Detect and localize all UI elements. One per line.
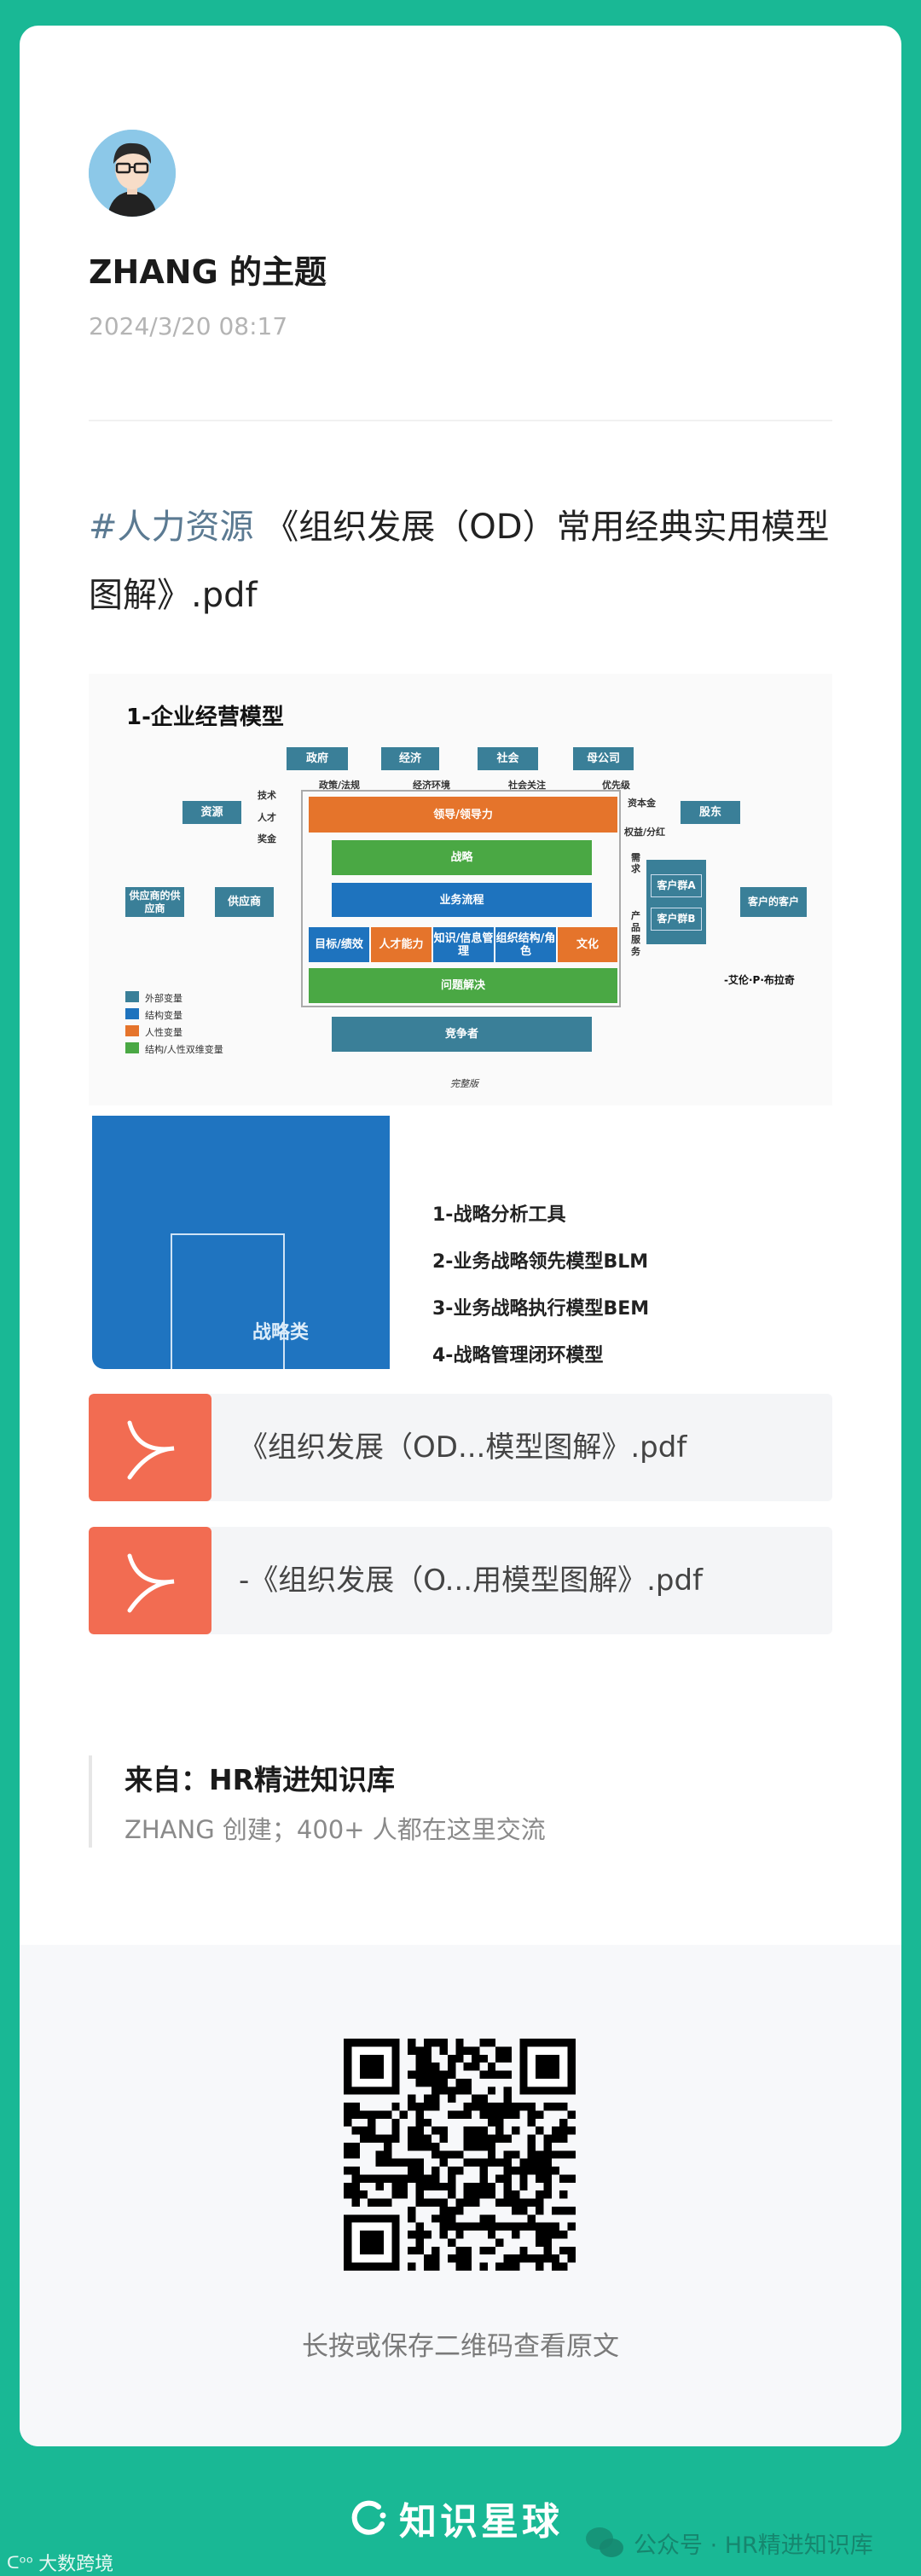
label-economic-env: 经济环境	[413, 780, 450, 791]
avatar[interactable]	[89, 130, 176, 217]
blue-panel	[92, 1116, 390, 1369]
model-item: 4-战略管理闭环模型	[432, 1345, 604, 1366]
category-label: 战略类	[252, 1322, 310, 1343]
wechat-icon	[586, 2527, 623, 2557]
label-priority: 优先级	[602, 780, 630, 791]
model-item: 2-业务战略领先模型BLM	[432, 1251, 649, 1273]
box-society: 社会	[478, 747, 538, 770]
hashtag-link[interactable]: #人力资源	[89, 508, 254, 547]
legend-swatch-dual	[125, 1042, 139, 1053]
box-goals: 目标/绩效	[309, 927, 369, 962]
company-frame	[301, 790, 621, 1007]
legend-swatch-external	[125, 991, 139, 1002]
pdf-icon	[89, 1527, 211, 1634]
planet-logo-icon	[351, 2500, 386, 2535]
label-policy: 政策/法规	[319, 780, 361, 791]
box-economy: 经济	[381, 747, 439, 770]
box-customer-b: 客户群B	[651, 908, 702, 931]
box-supplier-supplier: 供应商的供应商	[125, 887, 184, 917]
brand-name: 知识星球	[399, 2500, 563, 2544]
legend-external: 外部变量	[145, 993, 182, 1004]
brand-logo: 知识星球	[350, 2491, 563, 2545]
topic-title: ZHANG 的主题	[89, 253, 327, 291]
box-supplier: 供应商	[215, 887, 274, 917]
legend-swatch-human	[125, 1025, 139, 1036]
avatar-icon	[89, 130, 176, 217]
image-title: 1-企业经营模型	[126, 705, 284, 730]
label-author: -艾伦·P·布拉奇	[724, 974, 795, 986]
file-attachment[interactable]: -《组织发展（O...用模型图解》.pdf	[89, 1527, 832, 1634]
divider	[89, 420, 832, 421]
label-talent: 人才	[258, 812, 276, 823]
label-capital: 资本金	[628, 798, 656, 809]
box-customer-groups	[646, 860, 706, 944]
source-subtitle: ZHANG 创建；400+ 人都在这里交流	[125, 1815, 546, 1844]
box-shareholder: 股东	[681, 801, 740, 824]
legend-dual: 结构/人性双维变量	[145, 1044, 223, 1055]
box-competitor: 竞争者	[332, 1017, 592, 1052]
label-product-service: 产品服务	[631, 910, 640, 957]
qr-section: 长按或保存二维码查看原文	[20, 1945, 901, 2446]
model-item: 3-业务战略执行模型BEM	[432, 1298, 650, 1320]
watermark-logo-icon: ᑕᵒᵒ	[7, 2552, 34, 2573]
box-resources: 资源	[182, 801, 241, 824]
post-date: 2024/3/20 08:17	[89, 312, 288, 340]
label-dividends: 权益/分红	[624, 827, 666, 838]
source-quote[interactable]: 来自：HR精进知识库 ZHANG 创建；400+ 人都在这里交流	[89, 1755, 600, 1848]
qr-code[interactable]	[344, 2039, 576, 2271]
post-card: ZHANG 的主题 2024/3/20 08:17 #人力资源 《组织发展（OD…	[20, 26, 901, 2446]
wechat-watermark: 公众号 · HR精进知识库	[584, 2525, 873, 2561]
box-customer-a: 客户群A	[651, 874, 702, 897]
box-customers-customer: 客户的客户	[740, 887, 807, 917]
file-name: -《组织发展（O...用模型图解》.pdf	[239, 1564, 704, 1598]
watermark-text: 公众号 · HR精进知识库	[634, 2532, 873, 2559]
outline-decoration	[171, 1233, 285, 1369]
model-item: 1-战略分析工具	[432, 1204, 566, 1226]
business-model-image[interactable]: 1-企业经营模型 政府 经济 社会 母公司 政策/法规 经济环境 社会关注 优先…	[89, 674, 832, 1105]
corner-watermark: ᑕᵒᵒ 大数跨境	[7, 2549, 113, 2576]
legend-human: 人性变量	[145, 1027, 182, 1038]
box-leadership: 领导/领导力	[309, 797, 617, 833]
box-problem-solving: 问题解决	[309, 968, 617, 1003]
qr-caption: 长按或保存二维码查看原文	[302, 2331, 619, 2362]
file-attachment[interactable]: 《组织发展（OD...模型图解》.pdf	[89, 1394, 832, 1501]
box-org-structure: 组织结构/角色	[495, 927, 556, 962]
box-parent-company: 母公司	[573, 747, 634, 770]
legend-swatch-structure	[125, 1008, 139, 1019]
label-tech: 技术	[258, 790, 276, 801]
label-demand: 需求	[631, 852, 640, 874]
post-text: #人力资源 《组织发展（OD）常用经典实用模型图解》.pdf	[89, 493, 839, 629]
pdf-icon	[89, 1394, 211, 1501]
legend-structure: 结构变量	[145, 1010, 182, 1021]
label-social: 社会关注	[508, 780, 546, 791]
image-caption: 完整版	[450, 1078, 478, 1089]
strategy-models-image[interactable]: 战略类 1-战略分析工具 2-业务战略领先模型BLM 3-业务战略执行模型BEM…	[89, 1116, 832, 1369]
box-knowledge: 知识/信息管理	[433, 927, 494, 962]
file-name: 《组织发展（OD...模型图解》.pdf	[239, 1430, 687, 1465]
label-bonus: 奖金	[258, 833, 276, 844]
post-body: 《组织发展（OD）常用经典实用模型图解》.pdf	[89, 508, 830, 615]
source-title: 来自：HR精进知识库	[125, 1763, 396, 1796]
watermark-text-2: 大数跨境	[38, 2554, 114, 2575]
box-strategy: 战略	[332, 840, 592, 875]
box-culture: 文化	[558, 927, 617, 962]
box-talent: 人才能力	[371, 927, 432, 962]
box-process: 业务流程	[332, 883, 592, 917]
box-government: 政府	[287, 747, 348, 770]
